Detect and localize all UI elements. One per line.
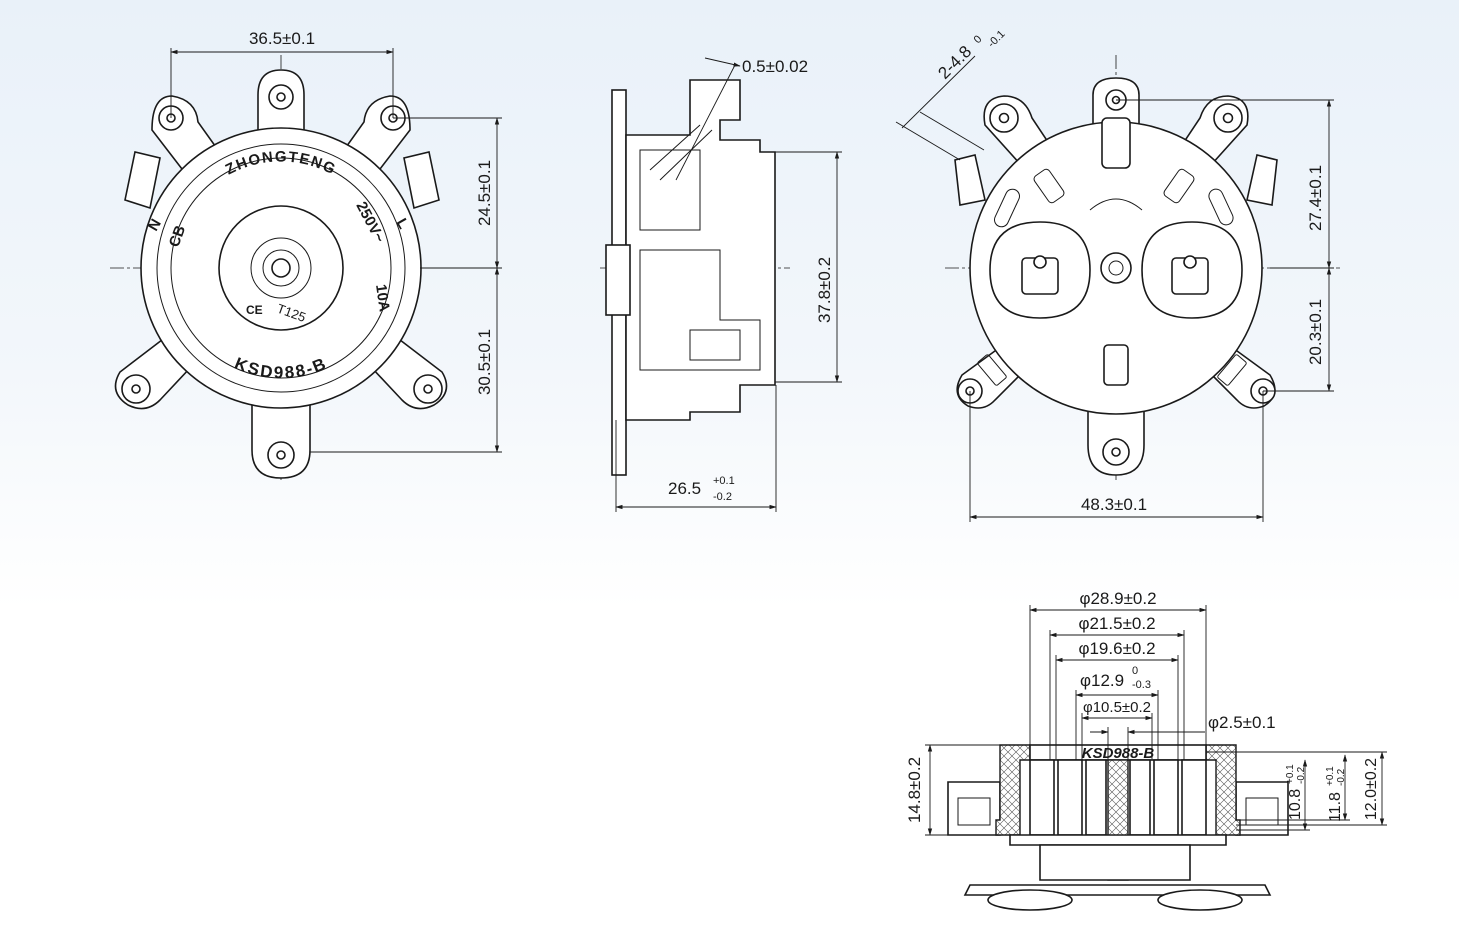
dia-4-dim: φ12.9 (1080, 671, 1124, 690)
rear-pin-tol-lower: -0.1 (986, 28, 1008, 50)
side-depth-dim: 26.5 (668, 479, 701, 498)
dia-2-dim: φ21.5±0.2 (1078, 614, 1155, 633)
cert-cb: CB (166, 223, 189, 249)
front-view: ZHONGTENG KSD988-B 250V~ 10A T125 CB CE … (110, 29, 502, 480)
h-b-dim: 11.8 (1327, 792, 1344, 822)
rear-upper-dim: 27.4±0.1 (1306, 165, 1325, 231)
model-text-section: KSD988-B (1082, 745, 1155, 762)
side-view: 0.5±0.02 37.8±0.2 26.5 +0.1 -0.2 (600, 57, 842, 512)
h-a-tol-lower: -0.2 (1296, 766, 1307, 784)
rear-pin-tol-upper: 0 (972, 33, 985, 46)
side-thickness-dim: 0.5±0.02 (742, 57, 808, 76)
front-lower-dim: 30.5±0.1 (475, 329, 494, 395)
side-height-dim: 37.8±0.2 (815, 257, 834, 323)
rear-view: 2-4.8 0 -0.1 27.4±0.1 20.3±0.1 48.3±0.1 (895, 28, 1340, 522)
dia-4-tol-lower: -0.3 (1132, 679, 1151, 691)
h-c-dim: 12.0±0.2 (1363, 758, 1380, 820)
rating-current: 10A (372, 283, 393, 313)
section-view: KSD988-B φ28.9±0.2 φ21.5±0.2 φ19.6±0 (905, 589, 1387, 911)
h-a-dim: 10.8 (1287, 789, 1304, 820)
side-depth-tol-upper: +0.1 (713, 475, 735, 487)
dia-5-dim: φ10.5±0.2 (1083, 699, 1151, 716)
dia-6-dim: φ2.5±0.1 (1208, 713, 1276, 732)
dia-3-dim: φ19.6±0.2 (1078, 639, 1155, 658)
diameter-dims: φ28.9±0.2 φ21.5±0.2 φ19.6±0.2 φ12.9 0 -0… (1029, 589, 1276, 760)
section-height-total: 14.8±0.2 (905, 757, 924, 823)
h-a-tol-upper: +0.1 (1285, 764, 1296, 784)
side-depth-tol-lower: -0.2 (713, 491, 732, 503)
h-b-tol-upper: +0.1 (1325, 766, 1336, 786)
rear-lower-dim: 20.3±0.1 (1306, 299, 1325, 365)
dia-4-tol-upper: 0 (1132, 665, 1138, 677)
front-upper-dim: 24.5±0.1 (475, 160, 494, 226)
height-dims: 14.8±0.2 10.8 +0.1 -0.2 11.8 +0.1 -0.2 1… (905, 744, 1387, 836)
h-b-tol-lower: -0.2 (1336, 768, 1347, 786)
front-width-dim: 36.5±0.1 (249, 29, 315, 48)
rear-width-dim: 48.3±0.1 (1081, 495, 1147, 514)
cert-ce: CE (246, 303, 263, 317)
dia-1-dim: φ28.9±0.2 (1079, 589, 1156, 608)
